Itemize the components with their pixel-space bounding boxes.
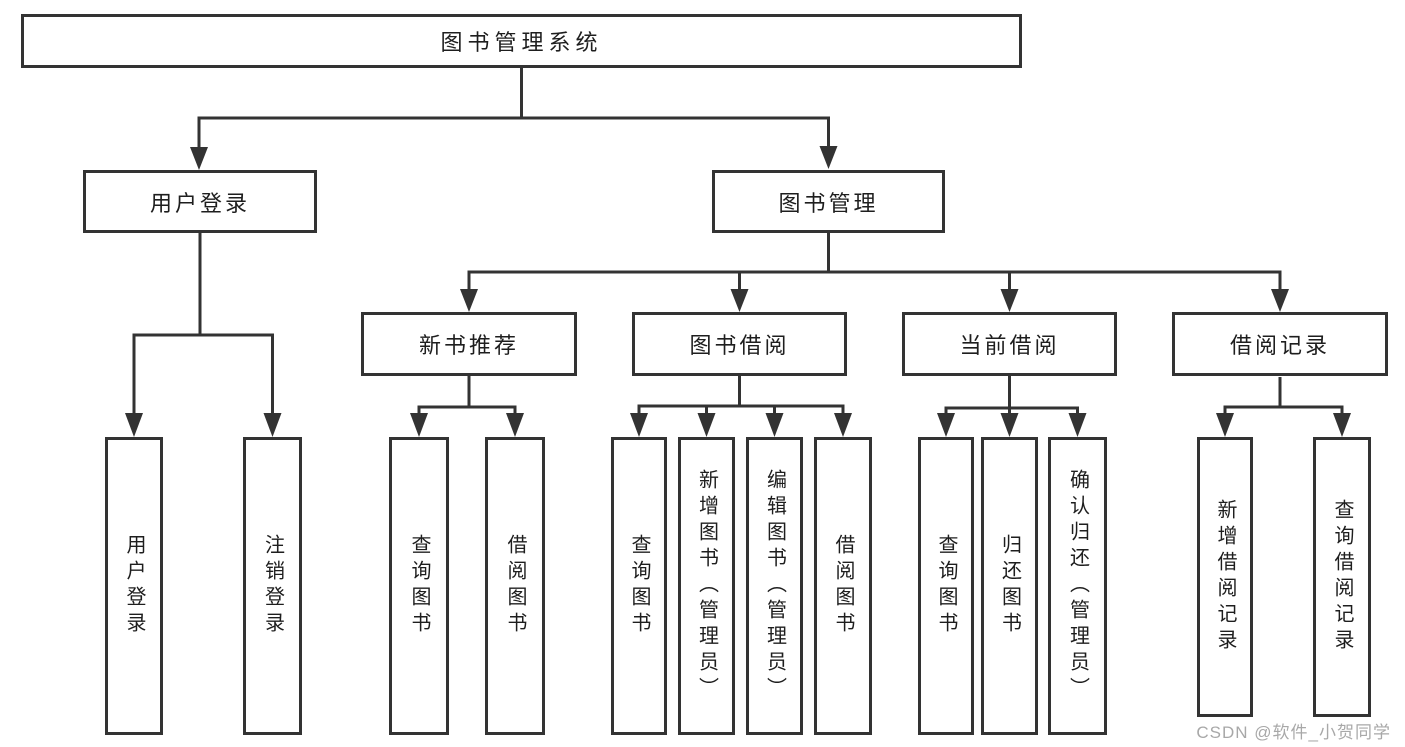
node-user-login-branch: 用户登录 (83, 170, 317, 233)
node-leaf-user-login: 用户登录 (105, 437, 163, 735)
node-leaf-add-borrow-record: 新增借阅记录 (1197, 437, 1253, 717)
node-leaf-query-borrow-record: 查询借阅记录 (1313, 437, 1371, 717)
arrowhead (125, 413, 143, 437)
arrowhead (1068, 413, 1087, 437)
arrowhead (460, 289, 478, 312)
arrowhead (630, 413, 648, 437)
arrowhead (1216, 413, 1234, 437)
arrowhead (410, 413, 428, 437)
node-leaf-borrow-book-2: 借阅图书 (814, 437, 872, 735)
node-current-borrow: 当前借阅 (902, 312, 1117, 376)
node-book-borrow: 图书借阅 (632, 312, 847, 376)
arrowhead (819, 146, 838, 169)
node-leaf-return-book: 归还图书 (981, 437, 1038, 735)
node-leaf-query-book-2: 查询图书 (611, 437, 667, 735)
arrowhead (1000, 289, 1019, 312)
node-borrow-records: 借阅记录 (1172, 312, 1388, 376)
arrowhead (1271, 289, 1289, 312)
watermark: CSDN @软件_小贺同学 (1196, 723, 1391, 742)
arrowhead (190, 147, 208, 170)
arrowhead (765, 413, 784, 437)
node-leaf-edit-book-admin: 编辑图书（管理员） (746, 437, 803, 735)
node-leaf-borrow-book-1: 借阅图书 (485, 437, 545, 735)
arrowhead (506, 413, 524, 437)
node-leaf-logout: 注销登录 (243, 437, 302, 735)
arrowhead (937, 413, 955, 437)
node-leaf-add-book-admin: 新增图书（管理员） (678, 437, 735, 735)
node-new-book-recommend: 新书推荐 (361, 312, 577, 376)
arrowhead (834, 413, 852, 437)
tree-edges (132, 68, 1344, 416)
node-root: 图书管理系统 (21, 14, 1022, 68)
node-leaf-query-book-1: 查询图书 (389, 437, 449, 735)
arrowhead (697, 413, 716, 437)
arrowhead (1000, 413, 1019, 437)
arrowhead (1333, 413, 1351, 437)
node-leaf-confirm-return-admin: 确认归还（管理员） (1048, 437, 1107, 735)
node-leaf-query-book-3: 查询图书 (918, 437, 974, 735)
arrowhead (730, 289, 749, 312)
arrowhead (263, 413, 282, 437)
node-book-management: 图书管理 (712, 170, 945, 233)
